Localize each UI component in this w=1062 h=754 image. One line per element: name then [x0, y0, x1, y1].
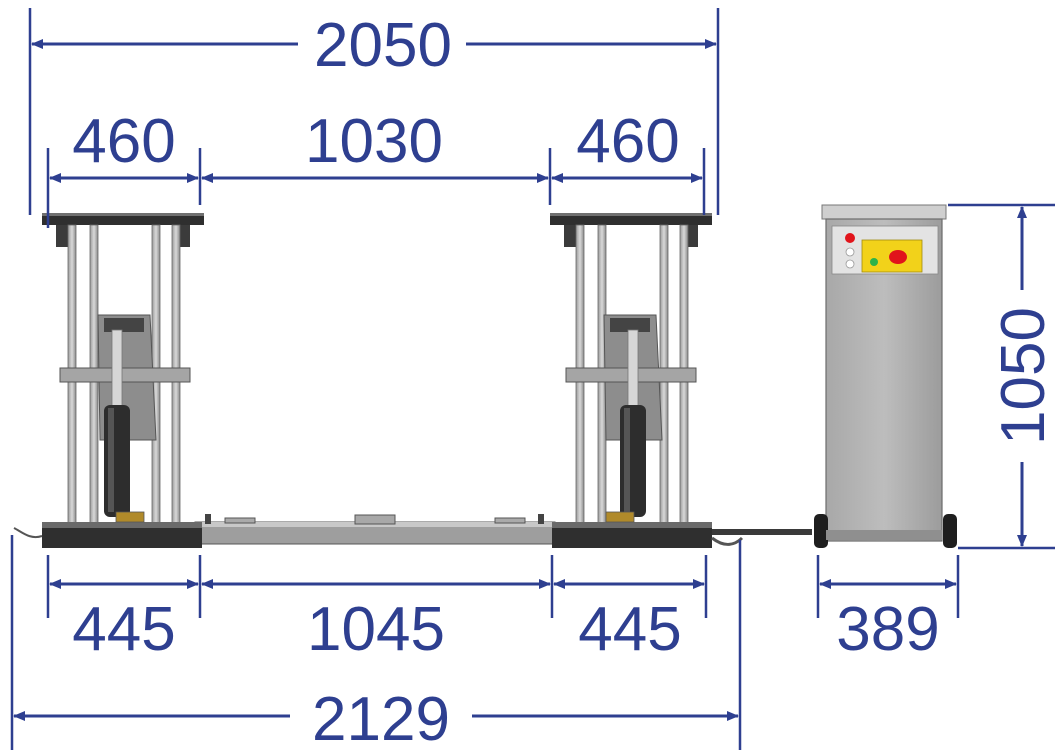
dimension-bottom-gap: 1045 — [201, 579, 551, 664]
control-console-icon — [814, 204, 957, 548]
dimension-top-left-pad: 460 — [49, 107, 199, 183]
dimension-label: 445 — [578, 595, 681, 664]
dimension-console-width: 389 — [819, 579, 957, 664]
dimension-label: 2050 — [314, 11, 452, 80]
dimension-top-gap: 1030 — [201, 107, 549, 183]
crossbar-icon — [194, 514, 556, 545]
lift-column-left — [42, 213, 204, 548]
dimension-label: 1045 — [307, 595, 445, 664]
dimension-label: 1030 — [305, 107, 443, 176]
dimension-top-right-pad: 460 — [551, 107, 703, 183]
dimension-label: 1050 — [989, 307, 1058, 445]
hose-icon — [13, 527, 812, 546]
dimension-bottom-overall: 2129 — [13, 685, 739, 754]
dimension-label: 460 — [72, 107, 175, 176]
extension-lines — [10, 8, 1055, 750]
lift-machine — [13, 204, 957, 548]
dimension-label: 460 — [576, 107, 679, 176]
lift-column-right — [550, 213, 712, 548]
dimension-top-overall: 2050 — [31, 11, 717, 80]
dimension-bottom-right-base: 445 — [553, 579, 705, 664]
dimension-label: 2129 — [312, 685, 450, 754]
dimension-bottom-left-base: 445 — [49, 579, 199, 664]
dimension-console-height: 1050 — [989, 206, 1058, 547]
dimension-label: 389 — [836, 595, 939, 664]
dimension-label: 445 — [72, 595, 175, 664]
